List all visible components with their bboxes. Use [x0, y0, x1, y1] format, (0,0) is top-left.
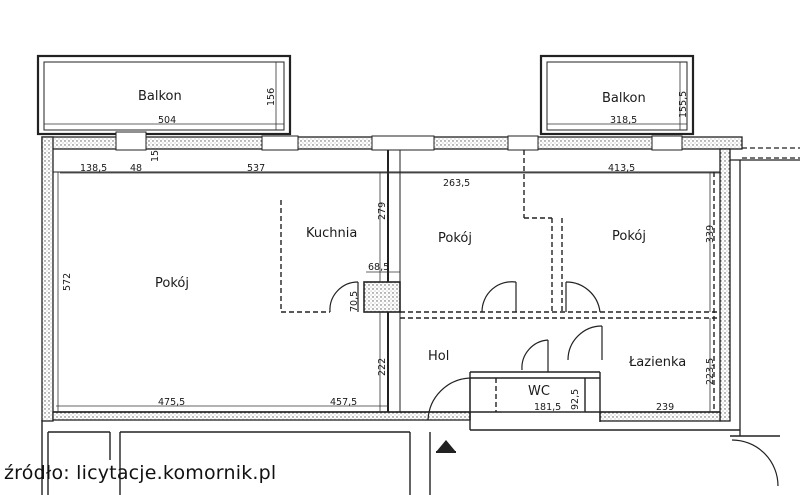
dimension-label: 504	[158, 115, 176, 126]
dimension-label: 263,5	[443, 178, 470, 189]
dimension-label: 181,5	[534, 402, 561, 413]
dimension-label: 223,5	[705, 358, 716, 385]
room-label-pokoj-right: Pokój	[612, 229, 646, 244]
dimension-label: 457,5	[330, 397, 357, 408]
room-label-hol: Hol	[428, 349, 449, 364]
dimension-lines	[44, 62, 720, 413]
room-label-lazienka: Łazienka	[628, 355, 686, 370]
dimension-label: 239	[656, 402, 674, 413]
dimension-label: 92,5	[570, 389, 581, 410]
dimension-label: 279	[377, 202, 388, 220]
chimney-block	[363, 281, 401, 313]
dimension-label: 156	[266, 88, 277, 106]
room-label-pokoj-middle: Pokój	[438, 231, 472, 246]
room-label-wc: WC	[528, 384, 550, 399]
dimension-label: 339	[705, 225, 716, 243]
dimension-label: 48	[130, 163, 142, 174]
dimension-label: 222	[377, 358, 388, 376]
dimension-label: 68,5	[368, 262, 389, 273]
windows	[115, 131, 683, 151]
room-label-pokoj-large: Pokój	[155, 276, 189, 291]
source-caption: źródło: licytacje.komornik.pl	[4, 462, 277, 484]
dimension-label: 138,5	[80, 163, 107, 174]
dimension-label: 537	[247, 163, 265, 174]
dimension-label: 475,5	[158, 397, 185, 408]
balcony-left	[36, 54, 292, 136]
door-swings	[329, 281, 779, 487]
interior-walls	[41, 150, 780, 495]
room-label-balkon-left: Balkon	[138, 89, 182, 104]
dimension-label: 15	[150, 150, 161, 162]
dimension-label: 70,5	[349, 291, 360, 312]
balcony-right	[539, 54, 695, 136]
room-label-balkon-right: Balkon	[602, 91, 646, 106]
dimension-label: 155,5	[678, 91, 689, 118]
dimension-label: 572	[62, 273, 73, 291]
dimension-label: 318,5	[610, 115, 637, 126]
entrance-marker-icon	[436, 440, 456, 452]
room-label-kuchnia: Kuchnia	[306, 226, 357, 241]
dimension-label: 413,5	[608, 163, 635, 174]
